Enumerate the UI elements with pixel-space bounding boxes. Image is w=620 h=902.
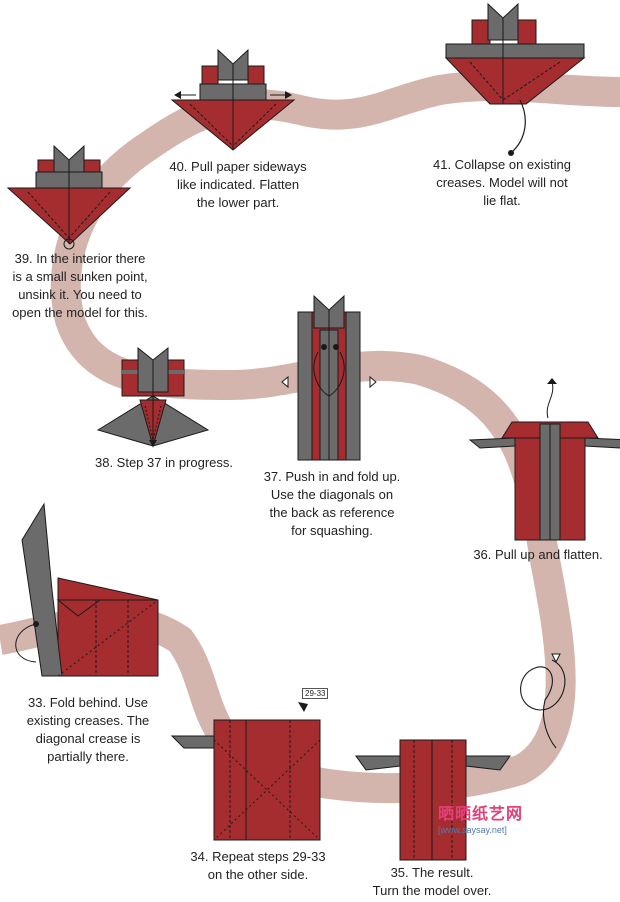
watermark-site-name: 晒晒纸艺网 xyxy=(438,806,524,823)
caption-step-38: 38. Step 37 in progress. xyxy=(94,455,234,470)
watermark-url: [www.saysay.net] xyxy=(438,825,507,835)
figure-step-33 xyxy=(15,502,159,677)
caption-step-37: 37. Push in and fold up. Use the diagona… xyxy=(263,469,401,538)
figure-step-37 xyxy=(281,294,377,461)
arrow-right-icon xyxy=(270,91,292,99)
figure-step-34 xyxy=(170,702,321,841)
figure-step-36 xyxy=(468,378,620,541)
loop-arrow-icon xyxy=(520,653,566,749)
reference-label: 29-33 xyxy=(302,688,329,699)
curved-arrow-icon xyxy=(15,623,37,663)
figure-step-38 xyxy=(96,346,210,448)
caption-step-41: 41. Collapse on existing creases. Model … xyxy=(432,157,572,208)
caption-step-36: 36. Pull up and flatten. xyxy=(473,547,603,562)
figure-step-39 xyxy=(6,144,132,250)
caption-step-39: 39. In the interior there is a small sun… xyxy=(12,251,148,320)
caption-step-33: 33. Fold behind. Use existing creases. T… xyxy=(26,695,150,764)
figure-step-40 xyxy=(170,48,296,151)
curved-arrow-icon xyxy=(511,99,526,153)
arrow-left-icon xyxy=(174,91,196,99)
push-arrow-icon xyxy=(281,375,377,389)
figure-step-41 xyxy=(444,2,586,156)
caption-step-35: 35. The result. Turn the model over. xyxy=(372,865,492,898)
caption-step-34: 34. Repeat steps 29-33 on the other side… xyxy=(190,849,326,882)
curved-arrow-icon xyxy=(546,381,554,419)
caption-step-40: 40. Pull paper sideways like indicated. … xyxy=(169,159,307,210)
figure-step-35 xyxy=(355,739,511,861)
watermark: 晒晒纸艺网 [www.saysay.net] xyxy=(438,800,523,835)
